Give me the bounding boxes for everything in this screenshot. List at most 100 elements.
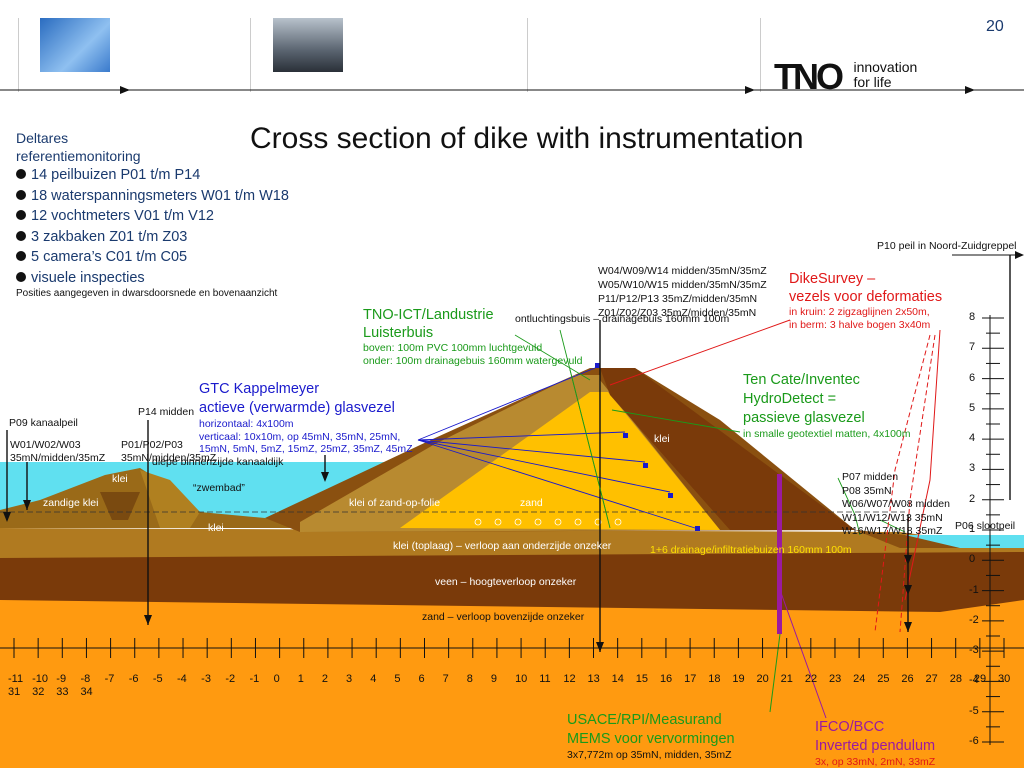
main-dike-sand-core (400, 392, 720, 530)
left-panel-subtitle: referentiemonitoring (16, 148, 141, 164)
gtc-title2: actieve (verwarmde) glasvezel (199, 400, 395, 416)
zand-core-label: zand (520, 497, 543, 509)
x-axis-ticks (13, 638, 1005, 658)
diepe-label: diepe binnenzijde kanaaldijk (152, 456, 284, 468)
gtc-line3: 15mN, 5mN, 5mZ, 15mZ, 25mZ, 35mZ, 45mZ (199, 443, 413, 455)
gtc-line1: horizontaal: 4x100m (199, 418, 294, 430)
klei-label-left: klei (112, 473, 128, 485)
layer-klei-label: klei (toplaag) – verloop aan onderzijde … (393, 540, 612, 552)
klei-label-crest: klei (654, 433, 670, 445)
x-axis-tick-label: 10 (515, 673, 528, 685)
bullet-item: 3 zakbaken Z01 t/m Z03 (16, 227, 289, 248)
x-axis-tick-label: 25 (877, 673, 890, 685)
bullet-dot-icon (16, 230, 26, 241)
x-axis-tick-label: 27 (925, 673, 938, 685)
page-number: 20 (986, 18, 1004, 35)
left-panel-note: Posities aangegeven in dwarsdoorsnede en… (16, 288, 278, 299)
p06-label: P06 slootpeil (955, 520, 1016, 532)
bullet-dot-icon (16, 189, 26, 200)
right-scale-label: 5 (969, 401, 976, 414)
bullet-dot-icon (16, 271, 26, 282)
tno-ict-title1: TNO-ICT/Landustrie (363, 307, 494, 323)
dikesurvey-title2: vezels voor deformaties (789, 289, 943, 305)
x-axis-tick-label-row2: 31 (8, 686, 21, 698)
x-axis-tick-label: 13 (587, 673, 600, 685)
p07-line5: W16/W17/W18 35mZ (842, 525, 943, 537)
x-axis-tick-label: 3 (346, 673, 353, 685)
bullet-text: 14 peilbuizen P01 t/m P14 (31, 167, 201, 183)
x-axis-tick-label: 17 (684, 673, 697, 685)
bullet-item: 5 camera’s C01 t/m C05 (16, 247, 289, 268)
top-sensor-block: W04/W09/W14 midden/35mN/35mZ W05/W10/W15… (598, 264, 767, 320)
layer-veen-label: veen – hoogteverloop onzeker (435, 576, 577, 588)
right-scale-label: 3 (969, 462, 976, 475)
p09-label: P09 kanaalpeil (9, 417, 78, 429)
x-axis-tick-label: 28 (949, 673, 962, 685)
bullet-item: 18 waterspanningsmeters W01 t/m W18 (16, 186, 289, 207)
ontlucht-label: ontluchtingsbuis – drainagebuis 160mm 10… (515, 313, 730, 325)
x-axis-tick-label: 24 (853, 673, 866, 685)
p07-label: P07 midden P08 35mN W06/W07/W08 midden W… (842, 471, 950, 539)
usace-callout: USACE/RPI/Measurand MEMS voor vervorming… (567, 711, 735, 762)
klei-folie-label: klei of zand-op-folie (349, 497, 441, 509)
sensor-line: Z01/Z02/Z03 35mZ/midden/35mN (598, 307, 757, 319)
tencate-line1: in smalle geotextiel matten, 4x100m (743, 428, 911, 440)
x-axis-tick-label: 26 (901, 673, 914, 685)
x-axis-tick-label: -6 (128, 673, 139, 685)
mems-pointer (769, 633, 781, 713)
layer-zand-label: zand – verloop bovenzijde onzeker (422, 611, 585, 623)
left-panel: Deltares referentiemonitoring 14 peilbui… (16, 129, 289, 299)
sand-layer (0, 598, 1024, 768)
x-axis-tick-label: 12 (563, 673, 576, 685)
x-axis-tick-label: -4 (177, 673, 187, 685)
header-rule-arrow-right (965, 86, 975, 94)
x-axis-tick-label: 0 (273, 673, 280, 685)
x-axis-tick-label: -2 (225, 673, 236, 685)
x-axis-tick-label: 19 (732, 673, 745, 685)
p07-line2: P08 35mN (842, 484, 892, 497)
gtc-title1: GTC Kappelmeyer (199, 381, 320, 397)
x-axis-tick-label: -8 (80, 673, 91, 685)
tagline-line1: innovation (853, 59, 918, 75)
dikesurvey-line1: in kruin: 2 zigzaglijnen 2x50m, (789, 306, 930, 318)
peat-layer (0, 548, 1024, 612)
right-scale-label: -4 (969, 674, 979, 687)
clay-toplayer (0, 528, 1024, 558)
layer-drain-label: 1+6 drainage/infiltratiebuizen 160mm 100… (650, 544, 852, 556)
bullet-dot-icon (16, 251, 26, 261)
canal-dike-inner (140, 470, 200, 528)
x-axis-tick-label: -5 (152, 673, 163, 685)
bullet-item: 14 peilbuizen P01 t/m P14 (16, 165, 289, 186)
header-divider-4 (760, 18, 761, 92)
left-panel-org: Deltares (16, 130, 69, 146)
ifco-line1: 3x, op 33mN, 2mN, 33mZ (815, 756, 936, 768)
right-scale-label: 2 (969, 492, 976, 505)
x-axis-tick-label: 29 (973, 673, 987, 685)
x-axis-tick-label-row2: 32 (32, 686, 45, 698)
x-axis-tick-label: -9 (56, 673, 67, 685)
header-rule-arrow-left (120, 86, 130, 94)
bullet-text: 3 zakbaken Z01 t/m Z03 (31, 228, 188, 245)
x-axis-tick-label: 15 (635, 673, 649, 685)
right-scale-label: 8 (969, 311, 976, 323)
right-scale-label: 7 (969, 341, 976, 354)
pendulum-pointer (779, 589, 827, 719)
bullet-dot-icon (16, 210, 26, 220)
gtc-fiber-lines (417, 367, 696, 529)
right-scale-label: 1 (969, 523, 976, 535)
bullet-text: visuele inspecties (31, 269, 145, 286)
right-scale-label: 0 (969, 553, 976, 566)
tno-logo-mark: TNO (774, 56, 844, 97)
x-axis-tick-label: 8 (466, 673, 473, 685)
dikesurvey-line2: in berm: 3 halve bogen 3x40m (789, 319, 931, 331)
tno-ict-pointer-1 (514, 334, 591, 381)
x-axis-tick-label: -1 (249, 673, 260, 685)
x-axis-tick-label: 5 (394, 673, 401, 685)
zandige-klei-pit (100, 492, 140, 520)
usace-title1: USACE/RPI/Measurand (567, 712, 722, 728)
p07-line1: P07 midden (842, 471, 899, 483)
right-scale-label: 4 (969, 432, 976, 445)
header-divider-1 (18, 18, 19, 92)
tno-ict-pointer-2 (569, 369, 609, 521)
klei-label-canal: klei (208, 522, 224, 534)
